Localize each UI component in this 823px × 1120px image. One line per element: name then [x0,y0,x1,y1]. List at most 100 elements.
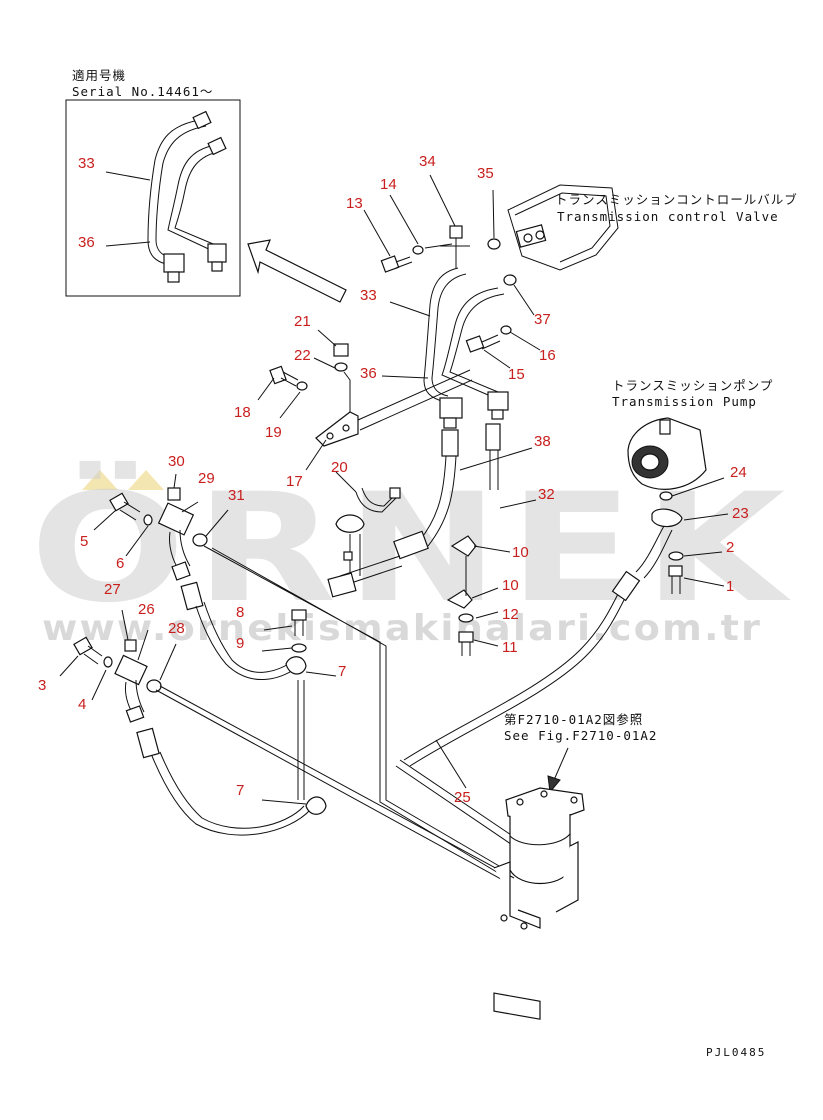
callout-21: 21 [294,313,311,330]
hose-20 [419,455,457,547]
clamp-7-upper [285,656,307,675]
filter-foot [493,992,541,1020]
serial-note-en: Serial No.14461〜 [72,84,213,99]
inset-elbow-left [163,253,185,273]
filter-assembly: 第F2710-01A2図参照 See Fig.F2710-01A2 [493,712,656,1020]
oring-37 [503,274,517,286]
callout-28: 28 [168,620,185,637]
callout-7-lower: 7 [236,782,244,799]
flange-23 [651,508,683,528]
washer-2 [668,551,684,561]
watermark-url: www.ornekismakinalari.com.tr [42,608,762,649]
inset-arrow [247,239,347,303]
callout-2: 2 [726,539,734,556]
hose-lower-left-fitting [136,727,160,759]
callout-1: 1 [726,578,734,595]
callout-9: 9 [236,635,244,652]
bracket-group: 21 22 18 19 17 [234,313,473,490]
callout-38: 38 [534,433,551,450]
oring-35 [487,238,501,250]
washer-6 [143,514,153,526]
callout-13: 13 [346,195,363,212]
callout-33-main: 33 [360,287,377,304]
washer-12 [458,613,474,623]
inset-elbow-left-nut [167,271,180,283]
inset-frame [65,99,241,297]
inset-tube-outer [147,119,201,266]
callout-35: 35 [477,165,494,182]
callout-10-lower: 10 [502,577,519,594]
callout-17: 17 [286,473,303,490]
top-fittings: 34 35 14 13 37 16 15 [346,153,556,383]
hose-lower-left [151,751,311,836]
callout-31: 31 [228,487,245,504]
drawing-code: PJL0485 [706,1046,766,1059]
tube-33-elbow [439,397,463,419]
callout-6: 6 [116,555,124,572]
lower-hoses: 8 9 7 7 25 [136,525,673,885]
callout-29: 29 [198,470,215,487]
callout-23: 23 [732,505,749,522]
valve-body [507,184,619,271]
tube-36-elbow [487,391,509,411]
hose-32-top-fitting [485,423,501,451]
callout-12: 12 [502,606,519,623]
washer-16 [500,325,512,335]
pump-outlet-tube [635,525,673,579]
hose-20-bottom-fitting [393,530,429,560]
callout-15: 15 [508,366,525,383]
valve-label-en: Transmission control Valve [557,209,779,224]
left-fittings-upper: 30 29 31 5 6 [80,453,245,581]
union-27 [124,639,137,652]
callout-3: 3 [38,677,46,694]
washer-22 [334,362,348,372]
callout-18: 18 [234,404,251,421]
clamp-group-right: 10 10 12 11 [446,535,529,656]
pump-label-en: Transmission Pump [612,394,757,409]
oring-28 [146,679,162,693]
tube-33 [423,267,459,403]
callout-19: 19 [265,424,282,441]
washer-4 [103,656,113,668]
inset-elbow-right-nut [211,261,223,272]
callout-5: 5 [80,533,88,550]
callout-26: 26 [138,601,155,618]
flange-26 [114,654,148,686]
union-34 [449,225,463,239]
bolt-15 [465,335,485,353]
see-fig-jp: 第F2710-01A2図参照 [504,712,643,727]
hose-20-top-fitting [441,429,459,457]
inset-fitting-top-2 [207,136,227,156]
bolt-18 [269,365,287,385]
oring-24 [659,491,673,501]
hose-upper-left [195,601,297,680]
callout-27: 27 [104,581,121,598]
callout-16: 16 [539,347,556,364]
callout-32: 32 [538,486,555,503]
oring-31 [192,533,208,547]
bolt-5 [109,492,129,512]
hose-25-top-fitting [611,570,641,602]
line-28 [155,685,515,885]
transmission-pump: トランスミッションポンプ Transmission Pump 24 23 2 1 [612,378,773,595]
bolt-11 [458,631,474,643]
tube-36 [441,287,499,399]
washer-9 [291,643,307,653]
flange-29 [157,502,195,536]
filter-bracket [493,841,579,929]
inset-tube-inner [167,144,216,253]
callout-8: 8 [236,604,244,621]
serial-inset: 適用号機 Serial No.14461〜 33 36 [65,68,241,297]
serial-note-jp: 適用号機 [72,68,126,83]
callout-25: 25 [454,789,471,806]
union-30 [167,487,181,501]
hose-upper-left-fitting [180,581,204,611]
bolt-13 [380,255,400,273]
callout-14: 14 [380,176,397,193]
callout-34: 34 [419,153,436,170]
pump-label-jp: トランスミッションポンプ [612,378,773,393]
bolt-1 [668,565,683,577]
hose-clamp-lower [327,572,357,598]
callout-24: 24 [730,464,747,481]
